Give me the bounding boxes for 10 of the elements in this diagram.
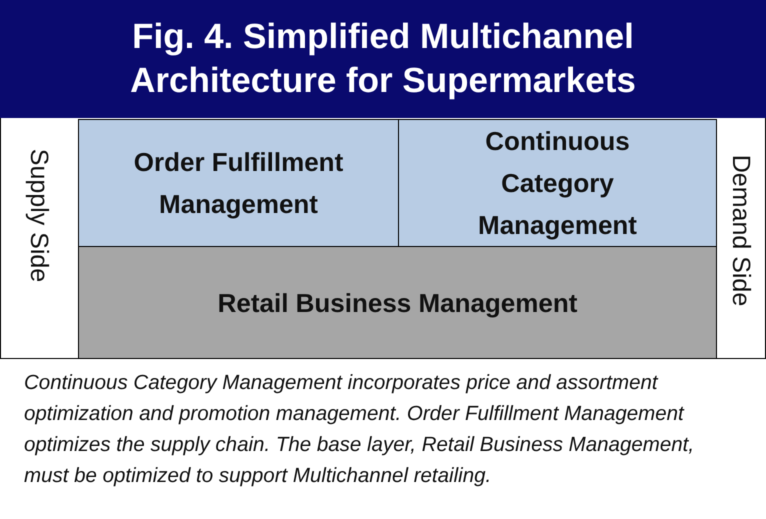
layer-label: Retail Business Management xyxy=(218,286,578,320)
layer-box xyxy=(78,246,717,359)
layer-label: Continuous Category Management xyxy=(477,125,638,242)
title-banner: Fig. 4. Simplified Multichannel Architecture for Supermarkets xyxy=(0,0,766,118)
layer-label: Order Fulfillment Management xyxy=(132,146,344,221)
side-label: Supply Side xyxy=(24,148,54,282)
layer-box xyxy=(78,119,399,247)
layer-box xyxy=(398,119,717,247)
side-label: Demand Side xyxy=(726,154,756,306)
caption: Continuous Category Management incorporates price and assortment optimization and promotion management. Order Fulfillment Management optimizes the supply chain. The base layer, Retail Business Management, must be optimized to support Multichannel retailing. xyxy=(0,358,766,519)
